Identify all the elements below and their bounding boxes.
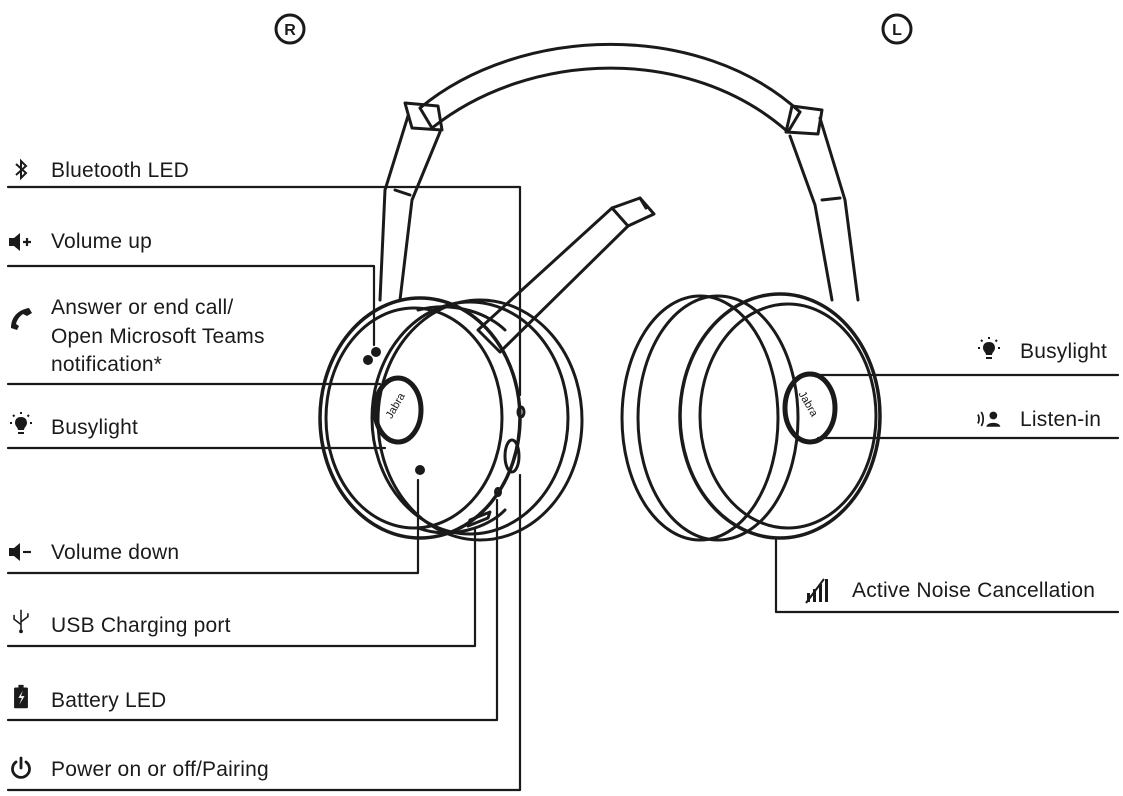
power-pairing-label: Power on or off/Pairing: [51, 758, 269, 781]
usb-charging-port-label: USB Charging port: [51, 614, 231, 637]
left-earcup: [620, 292, 882, 542]
noise-cancellation-icon: [805, 578, 828, 604]
bluetooth-led-label: Bluetooth LED: [51, 159, 190, 182]
busylight-label-left-cup: Busylight: [1020, 340, 1108, 363]
usb-icon: [13, 609, 29, 634]
active-noise-cancellation-label: Active Noise Cancellation: [852, 579, 1096, 602]
listen-in-label: Listen-in: [1020, 408, 1102, 431]
answer-call-label-line3: notification*: [51, 353, 163, 376]
answer-call-label: Answer or end call/ Open Microsoft Teams…: [51, 294, 265, 380]
microphone-boom: [476, 196, 656, 354]
listen-in-icon: [977, 411, 1001, 427]
callout-lines: [6, 185, 1120, 792]
right-earcup: [318, 296, 584, 542]
battery-charging-icon: [14, 684, 28, 709]
volume-up-label: Volume up: [51, 230, 153, 253]
bluetooth-icon: [15, 158, 28, 181]
power-icon: [11, 756, 31, 779]
lightbulb-icon: [10, 412, 32, 434]
answer-call-label-line1: Answer or end call/: [51, 296, 234, 319]
volume-down-label: Volume down: [51, 541, 180, 564]
battery-led-label: Battery LED: [51, 689, 167, 712]
right-side-marker-label: R: [284, 22, 296, 39]
left-side-marker-label: L: [892, 22, 902, 39]
busylight-label-right-cup: Busylight: [51, 416, 139, 439]
volume-down-icon: [9, 543, 31, 561]
left-side-marker-icon: L: [881, 13, 913, 45]
right-side-marker-icon: R: [274, 13, 306, 45]
lightbulb-icon: [978, 337, 1000, 359]
volume-up-icon: [9, 233, 31, 251]
phone-handset-icon: [11, 308, 32, 330]
answer-call-label-line2: Open Microsoft Teams: [51, 324, 265, 348]
headband: [378, 42, 860, 302]
